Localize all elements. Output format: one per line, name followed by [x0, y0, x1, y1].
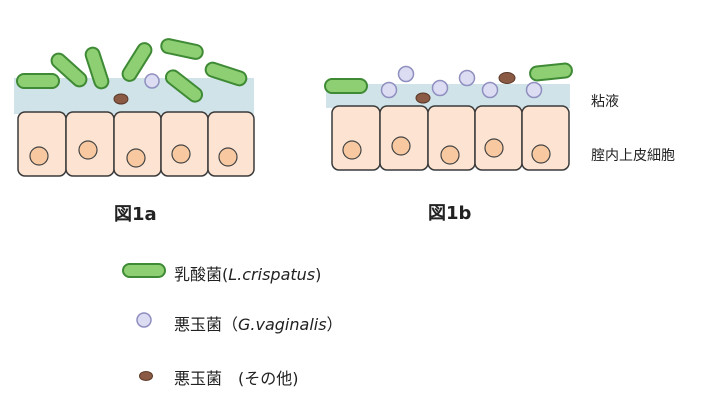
- gardnerella: [481, 81, 499, 99]
- legend-gardnerella-prefix: 悪玉菌（: [174, 315, 239, 334]
- nucleus: [29, 146, 49, 166]
- nucleus: [342, 140, 362, 160]
- lactobacillus-icon: [122, 263, 166, 278]
- lactobacillus: [84, 46, 110, 90]
- gardnerella: [380, 81, 398, 99]
- lactobacilli: [16, 38, 248, 103]
- lactobacillus: [204, 61, 248, 87]
- nucleus: [171, 144, 191, 164]
- nucleus: [126, 148, 146, 168]
- gardnerella-icon: [136, 312, 152, 328]
- epithelial-cells: [17, 111, 255, 177]
- figure-1a: [14, 38, 255, 177]
- nucleus: [391, 136, 411, 156]
- other-bacterium: [498, 72, 516, 84]
- nucleus: [440, 145, 460, 165]
- legend-icons: [122, 263, 166, 381]
- gardnerella: [144, 73, 160, 89]
- epithelial-cell: [207, 111, 255, 177]
- nucleus: [484, 138, 504, 158]
- epithelial-cell: [17, 111, 67, 177]
- nucleus: [78, 140, 98, 160]
- lactobacillus: [324, 78, 368, 94]
- gardnerella-group: [380, 65, 543, 99]
- epithelium-label: 腟内上皮細胞: [591, 148, 675, 164]
- lactobacillus: [16, 73, 60, 89]
- other-bacterium: [415, 92, 431, 104]
- legend-lactobacillus-suffix: ): [315, 265, 322, 284]
- legend-other-bacteria: 悪玉菌 (その他): [174, 365, 299, 389]
- epithelial-cell: [331, 105, 381, 171]
- mucus-label: 粘液: [591, 94, 619, 110]
- legend-lactobacillus: 乳酸菌(L.crispatus): [174, 261, 321, 285]
- figure-1b: [324, 62, 573, 171]
- figure-1b-label: 図1b: [428, 203, 472, 224]
- nucleus: [218, 147, 238, 167]
- nucleus: [531, 144, 551, 164]
- nuclei: [342, 136, 551, 165]
- gardnerella: [431, 79, 449, 97]
- lactobacilli: [324, 62, 573, 94]
- lactobacillus: [164, 69, 204, 103]
- gardnerella: [458, 69, 476, 87]
- nuclei: [29, 140, 238, 168]
- lactobacillus: [121, 42, 153, 82]
- legend-gardnerella-suffix: ）: [326, 315, 343, 334]
- epithelial-cell: [160, 111, 209, 177]
- legend-lactobacillus-species: L.crispatus: [228, 265, 316, 284]
- epithelial-cell: [474, 105, 523, 171]
- lactobacillus: [529, 62, 573, 82]
- gardnerella: [397, 65, 415, 83]
- other-bacterium: [113, 93, 129, 105]
- lactobacillus: [160, 38, 204, 60]
- legend-gardnerella-species: G.vaginalis: [238, 315, 327, 334]
- legend-gardnerella: 悪玉菌（G.vaginalis）: [174, 311, 343, 335]
- lactobacillus: [50, 52, 88, 88]
- other-bacteria-icon: [139, 371, 153, 381]
- epithelial-cells: [331, 105, 570, 171]
- legend-lactobacillus-prefix: 乳酸菌(: [174, 265, 229, 284]
- legend-other-bacteria-prefix: 悪玉菌 (その他): [174, 369, 299, 388]
- figure-1a-label: 図1a: [114, 204, 157, 225]
- gardnerella: [525, 81, 543, 99]
